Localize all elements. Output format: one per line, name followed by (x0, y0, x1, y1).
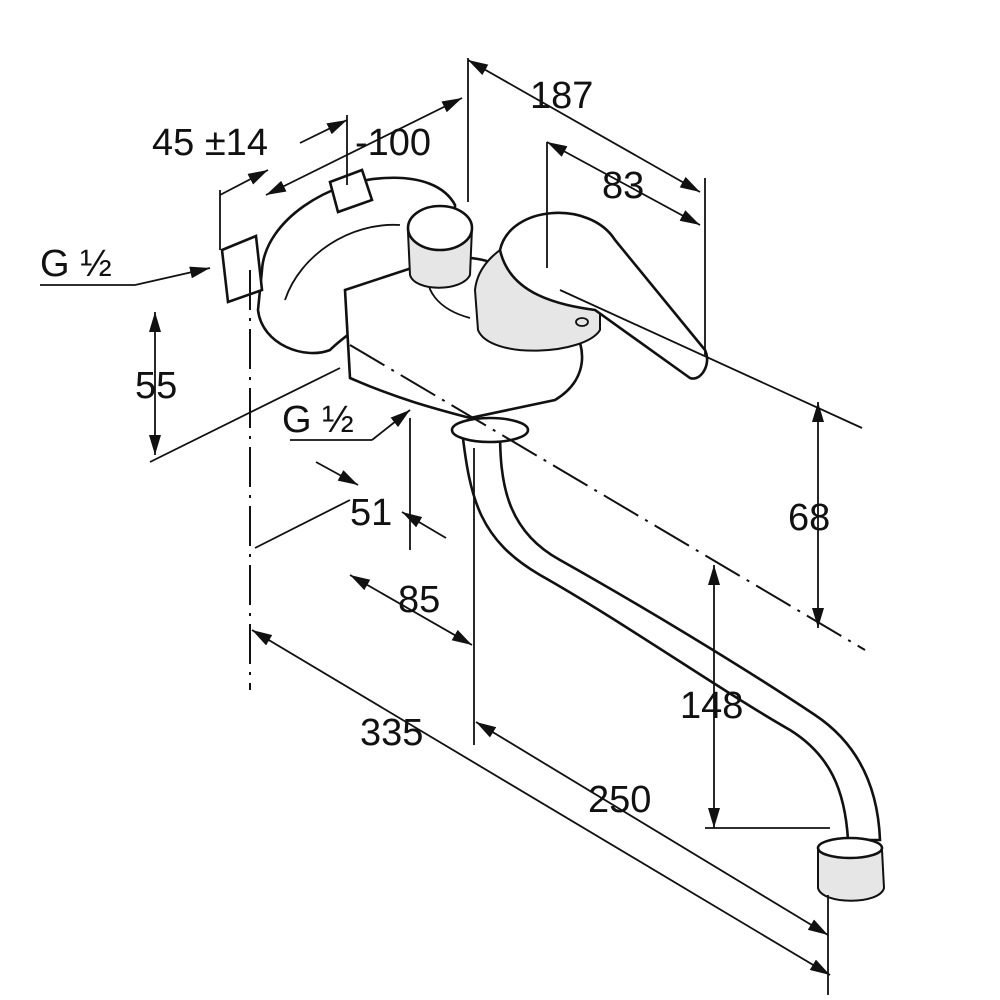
dim-187: 187 (530, 75, 593, 117)
faucet-illustration (220, 168, 886, 902)
dim-335: 335 (360, 712, 423, 754)
dim-45-tolerance: 45 ±14 (152, 122, 268, 164)
spout-ring (450, 416, 530, 444)
dim-minus-100: -100 (355, 122, 431, 164)
dim-55: 55 (135, 365, 177, 407)
dimension-labels: 187 -100 45 ±14 83 G ½ 55 G ½ 68 51 85 1… (40, 75, 830, 821)
thread-g-half-top: G ½ (40, 243, 112, 285)
dimension-lines (40, 59, 831, 976)
thread-g-half-mid: G ½ (282, 399, 354, 441)
lever-handle (498, 211, 709, 380)
dim-83: 83 (602, 165, 644, 207)
left-connection (220, 234, 264, 304)
dim-68: 68 (788, 497, 830, 539)
dim-250: 250 (588, 779, 651, 821)
dim-85: 85 (398, 579, 440, 621)
dim-148: 148 (680, 685, 743, 727)
dim-51: 51 (350, 492, 392, 534)
